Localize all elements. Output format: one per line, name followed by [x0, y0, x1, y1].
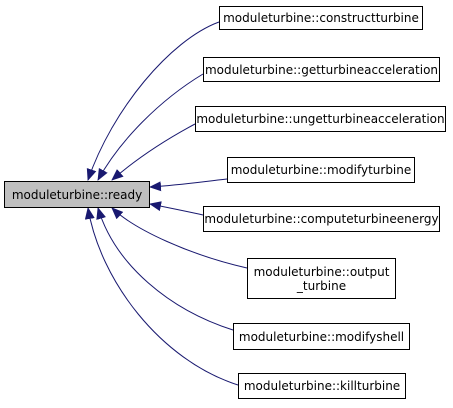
center-node-label: moduleturbine::ready	[11, 187, 143, 202]
caller-node-constructturbine[interactable]: moduleturbine::constructturbine	[219, 6, 423, 30]
caller-node-killturbine[interactable]: moduleturbine::killturbine	[238, 373, 406, 399]
caller-node-label-line1: moduleturbine::output	[253, 264, 390, 279]
edge-modifyturbine	[149, 178, 228, 192]
caller-node-label: moduleturbine::killturbine	[243, 379, 401, 393]
caller-node-ungetturbineacceleration[interactable]: moduleturbine::ungetturbineacceleration	[195, 106, 446, 132]
edge-modifyshell	[96, 207, 234, 331]
edge-constructturbine	[86, 21, 220, 181]
caller-node-label: moduleturbine::getturbineacceleration	[204, 62, 439, 77]
caller-node-label: moduleturbine::constructturbine	[223, 11, 419, 25]
caller-node-label-line2: _turbine	[296, 278, 347, 293]
caller-node-computeturbineenergy[interactable]: moduleturbine::computeturbineenergy	[203, 206, 440, 232]
caller-node-label: moduleturbine::computeturbineenergy	[204, 212, 439, 226]
edge-killturbine	[84, 207, 239, 386]
caller-node-output-turbine[interactable]: moduleturbine::output _turbine	[247, 258, 396, 299]
center-node-ready: moduleturbine::ready	[4, 181, 150, 208]
caller-node-label: moduleturbine::modifyturbine	[230, 163, 412, 177]
caller-node-modifyturbine[interactable]: moduleturbine::modifyturbine	[227, 157, 415, 183]
caller-node-modifyshell[interactable]: moduleturbine::modifyshell	[233, 323, 410, 350]
caller-node-label: moduleturbine::ungetturbineacceleration	[196, 112, 445, 126]
edge-computeturbineenergy	[149, 201, 204, 216]
caller-node-label: moduleturbine::modifyshell	[238, 329, 405, 344]
edge-getturbineacceleration	[97, 73, 204, 181]
edge-ungetturbineacceleration	[111, 123, 196, 181]
caller-node-getturbineacceleration[interactable]: moduleturbine::getturbineacceleration	[203, 57, 440, 82]
edge-output-turbine	[111, 207, 248, 269]
